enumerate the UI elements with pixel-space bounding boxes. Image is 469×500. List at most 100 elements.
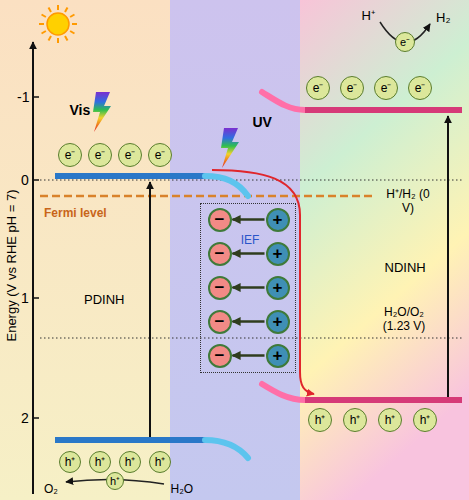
charge-symbol: e⁻ xyxy=(155,149,166,161)
sun-ray xyxy=(70,15,74,18)
fermi-level-line xyxy=(40,195,375,198)
hole-circle: h⁺ xyxy=(59,451,81,473)
visible-light-bolt xyxy=(93,92,111,132)
positive-charge: + xyxy=(266,242,290,266)
charge-symbol: e⁻ xyxy=(125,149,136,161)
electron-circle: e⁻ xyxy=(340,76,364,100)
tick-label: 1 xyxy=(21,290,29,306)
sun-ray xyxy=(49,8,52,12)
band-bending xyxy=(205,176,248,196)
sun-ray xyxy=(65,36,68,40)
valence-band xyxy=(55,437,205,443)
positive-charge: + xyxy=(266,208,290,232)
charge-symbol: e⁻ xyxy=(313,82,324,94)
charge-symbol: e⁻ xyxy=(65,149,76,161)
electron-circle: e⁻ xyxy=(374,76,398,100)
hole-circle: h⁺ xyxy=(413,408,437,432)
hole-circle: h⁺ xyxy=(119,451,141,473)
conduction-band xyxy=(305,107,462,113)
excitation-arrow xyxy=(149,182,151,437)
positive-charge: + xyxy=(266,344,290,368)
potential-line xyxy=(40,180,462,181)
charge-symbol: h⁺ xyxy=(155,456,166,468)
sun-ray xyxy=(42,31,46,34)
axis-tick xyxy=(33,96,39,98)
light-label: UV xyxy=(253,114,272,130)
charge-symbol: h⁺ xyxy=(315,414,326,426)
band-bending xyxy=(262,384,305,400)
charge-symbol: − xyxy=(215,211,225,228)
charge-symbol: h⁺ xyxy=(95,456,106,468)
positive-charge: + xyxy=(266,276,290,300)
sun-ray xyxy=(49,36,52,40)
band-bending xyxy=(262,92,305,110)
band-bending xyxy=(205,440,248,458)
hole-circle: h⁺ xyxy=(378,408,402,432)
potential-line xyxy=(40,338,462,339)
conduction-band xyxy=(55,173,205,179)
hole-circle: h⁺ xyxy=(89,451,111,473)
charge-symbol: e⁻ xyxy=(415,82,426,94)
fermi-level-label: Fermi level xyxy=(44,207,107,221)
electron-circle: e⁻ xyxy=(395,32,415,52)
negative-charge: − xyxy=(208,344,232,368)
material-label: PDINH xyxy=(84,293,124,308)
charge-symbol: − xyxy=(215,245,225,262)
left-background xyxy=(0,0,170,500)
charge-symbol: e⁻ xyxy=(347,82,358,94)
sun xyxy=(39,5,77,43)
sun-ray xyxy=(70,31,74,34)
charge-symbol: h⁺ xyxy=(125,456,136,468)
field-arrow xyxy=(233,286,265,289)
charge-symbol: e⁻ xyxy=(95,149,106,161)
axis-tick xyxy=(33,297,39,299)
charge-symbol: e⁻ xyxy=(400,37,410,48)
field-arrow xyxy=(233,218,265,221)
hole-circle: h⁺ xyxy=(343,408,367,432)
charge-symbol: − xyxy=(215,279,225,296)
charge-symbol: h⁺ xyxy=(385,414,396,426)
positive-charge: + xyxy=(266,310,290,334)
species-label: H₂ xyxy=(436,11,450,26)
field-arrow xyxy=(233,320,265,323)
axis-title: Energy (V vs RHE pH = 7) xyxy=(5,189,20,341)
charge-symbol: h⁺ xyxy=(420,414,431,426)
middle-background xyxy=(170,0,300,500)
electron-circle: e⁻ xyxy=(88,143,112,167)
charge-symbol: + xyxy=(273,347,283,364)
valence-band xyxy=(305,397,462,403)
axis-tick xyxy=(33,417,39,419)
sun-ray xyxy=(57,5,59,10)
uv-light-bolt xyxy=(221,128,239,168)
material-label: NDINH xyxy=(385,261,426,276)
electron-circle: e⁻ xyxy=(408,76,432,100)
ief-box: IEF−+−+−+−+−+ xyxy=(200,203,296,373)
tick-label: 0 xyxy=(21,172,29,188)
sun-ray xyxy=(72,23,77,25)
species-label: O₂ xyxy=(44,483,58,497)
light-label: Vis xyxy=(70,102,91,118)
charge-symbol: − xyxy=(215,313,225,330)
negative-charge: − xyxy=(208,310,232,334)
charge-symbol: − xyxy=(215,347,225,364)
charge-symbol: + xyxy=(273,211,283,228)
field-arrow xyxy=(233,354,265,357)
tick-label: -1 xyxy=(17,89,29,105)
electron-circle: e⁻ xyxy=(118,143,142,167)
potential-label: H₂O/O₂ (1.23 V) xyxy=(375,306,433,334)
tick-label: 2 xyxy=(21,410,29,426)
hole-circle: h⁺ xyxy=(106,472,124,490)
species-label: H⁺ xyxy=(362,9,375,24)
field-arrow xyxy=(233,252,265,255)
negative-charge: − xyxy=(208,242,232,266)
potential-label: H⁺/H₂ (0 V) xyxy=(385,188,431,216)
charge-symbol: + xyxy=(273,313,283,330)
charge-symbol: h⁺ xyxy=(110,476,120,487)
charge-symbol: h⁺ xyxy=(65,456,76,468)
charge-symbol: + xyxy=(273,279,283,296)
species-label: H₂O xyxy=(171,483,194,497)
electron-circle: e⁻ xyxy=(148,143,172,167)
electron-circle: e⁻ xyxy=(306,76,330,100)
